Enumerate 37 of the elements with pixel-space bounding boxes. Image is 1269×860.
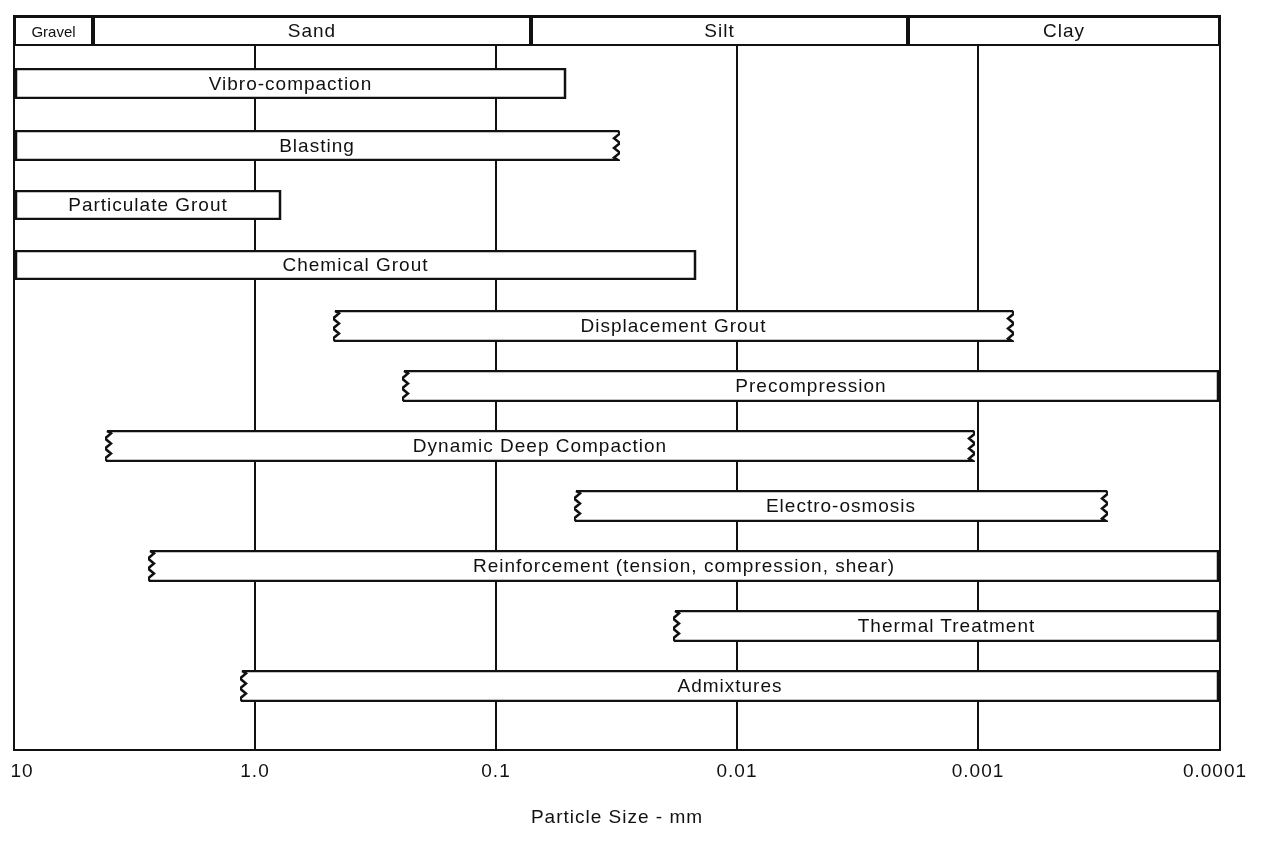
method-label: Reinforcement (tension, compression, shear)	[472, 555, 896, 577]
range-bar	[333, 310, 1014, 342]
tick-label: 0.01	[716, 760, 758, 782]
range-bar	[148, 550, 1220, 582]
range-bar	[14, 250, 697, 280]
soil-class-band	[531, 16, 908, 46]
soil-class-label: Clay	[1043, 20, 1085, 42]
method-label: Displacement Grout	[580, 315, 767, 337]
range-bar	[673, 610, 1220, 642]
method-label: Electro-osmosis	[765, 495, 917, 517]
method-label: Admixtures	[677, 675, 783, 697]
method-label: Vibro-compaction	[208, 72, 373, 95]
tick-label: 1.0	[240, 760, 270, 782]
method-label: Blasting	[279, 134, 355, 157]
range-bar	[14, 130, 620, 161]
range-bar	[14, 68, 567, 99]
soil-class-band	[93, 16, 531, 46]
tick-label: 0.0001	[1182, 760, 1248, 782]
method-label: Thermal Treatment	[857, 615, 1036, 637]
range-bar	[574, 490, 1108, 522]
range-bar	[240, 670, 1220, 702]
method-label: Precompression	[735, 375, 887, 397]
soil-class-band	[908, 16, 1220, 46]
soil-class-band	[14, 16, 93, 46]
axis-title: Particle Size - mm	[530, 806, 704, 828]
soil-class-label: Gravel	[31, 22, 76, 40]
method-label: Chemical Grout	[282, 254, 429, 276]
method-label: Particulate Grout	[68, 194, 228, 216]
soil-class-label: Silt	[704, 20, 735, 42]
range-bar	[14, 190, 282, 220]
method-label: Dynamic Deep Compaction	[412, 435, 668, 457]
range-bar	[402, 370, 1220, 402]
tick-label: 0.001	[951, 760, 1005, 782]
range-bar	[105, 430, 975, 462]
soil-class-label: Sand	[287, 20, 337, 42]
tick-label: 0.1	[481, 760, 511, 782]
tick-label: 10	[10, 760, 34, 782]
